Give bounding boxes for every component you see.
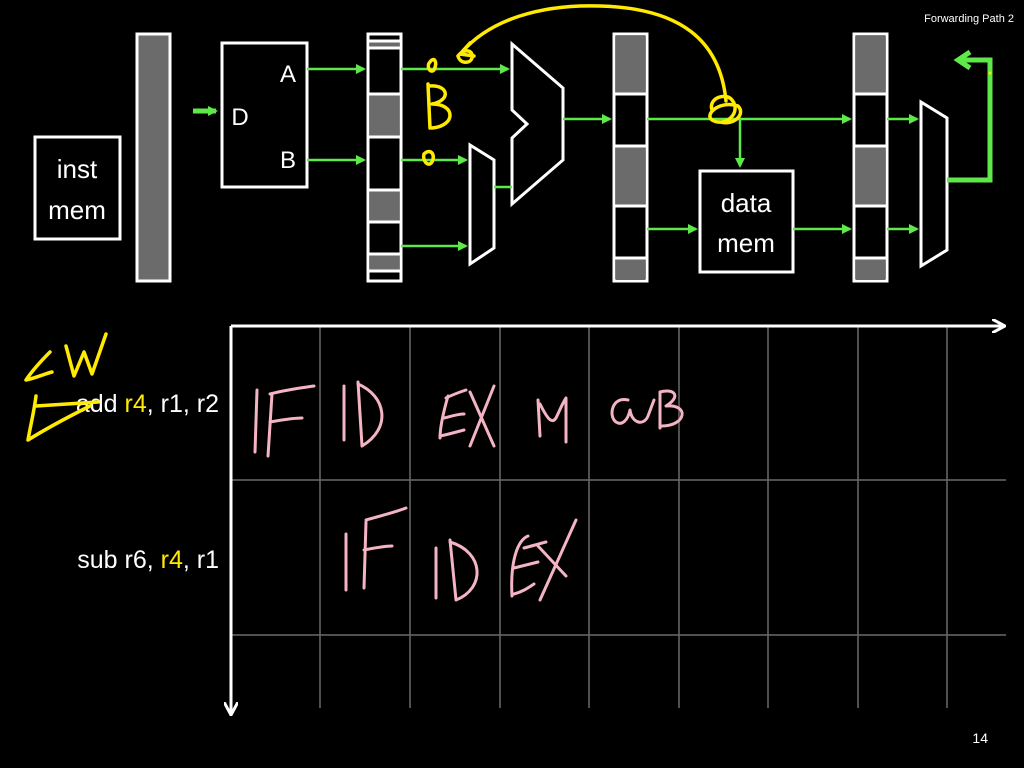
- stage-ex-row2: [510, 518, 578, 602]
- instruction-sub-pre: r6,: [125, 546, 161, 574]
- stage-id-row1: [342, 380, 384, 448]
- alu: [510, 40, 565, 208]
- alu-input-mux: [468, 142, 496, 267]
- annotation-loop-1: [456, 49, 474, 64]
- timing-grid: [231, 326, 1006, 714]
- annotation-small-o-1: [426, 57, 438, 73]
- annotation-scribble-b: [708, 94, 743, 125]
- annotation-small-o-2: [421, 149, 436, 166]
- mem-wb-latch: [852, 32, 889, 283]
- data-mem-label-2: mem: [717, 228, 775, 258]
- stage-if-row2: [344, 506, 408, 592]
- annotation-dot: [988, 71, 992, 75]
- add-strike-line: [34, 400, 100, 408]
- register-file: A D B: [220, 41, 309, 189]
- regfile-port-a: A: [280, 61, 296, 88]
- stage-if-row1: [253, 384, 316, 458]
- instruction-sub-hl: r4: [161, 546, 183, 574]
- regfile-port-b: B: [280, 147, 296, 174]
- id-ex-latch: [366, 32, 403, 283]
- stage-ex-row1: [438, 384, 496, 448]
- instruction-add-rest: r1, r2: [161, 390, 219, 418]
- stage-m-row1: [536, 396, 568, 444]
- lw-annotation: [24, 332, 108, 442]
- ex-mem-latch: [612, 32, 649, 283]
- if-id-latch: [135, 32, 172, 283]
- instruction-add-sep: ,: [147, 390, 161, 418]
- lw-letter-w: [64, 332, 108, 378]
- regfile-port-d: D: [231, 104, 248, 131]
- slide-title: Forwarding Path 2: [924, 13, 1014, 25]
- inst-mem-label-2: mem: [48, 195, 106, 225]
- forwarding-curve-arrow: [460, 4, 728, 103]
- instruction-sub-op: sub: [77, 546, 117, 574]
- data-mem-label-1: data: [721, 188, 772, 218]
- lw-letter-l: [24, 350, 54, 382]
- forwarding-annotations: [421, 4, 743, 166]
- instruction-add-dest: r4: [125, 390, 147, 418]
- writeback-loop-wire: [947, 57, 993, 183]
- instruction-sub-post: , r1: [183, 546, 219, 574]
- stage-row-1: [253, 380, 684, 458]
- add-strike-mark: [26, 394, 92, 442]
- writeback-mux: [919, 99, 949, 269]
- stage-wb-row1: [610, 389, 684, 430]
- stage-row-2: [344, 506, 578, 602]
- inst-mem-block: inst mem: [33, 135, 122, 241]
- annotation-b: [426, 82, 452, 130]
- stage-id-row2: [434, 538, 479, 602]
- instruction-sub: sub r6, r4, r1: [77, 546, 219, 574]
- instruction-add: add r4, r1, r2: [76, 390, 219, 418]
- writeback-arrowhead: [953, 49, 972, 71]
- data-mem-block: data mem: [698, 169, 795, 274]
- page-number: 14: [972, 730, 988, 746]
- inst-mem-label-1: inst: [57, 154, 98, 184]
